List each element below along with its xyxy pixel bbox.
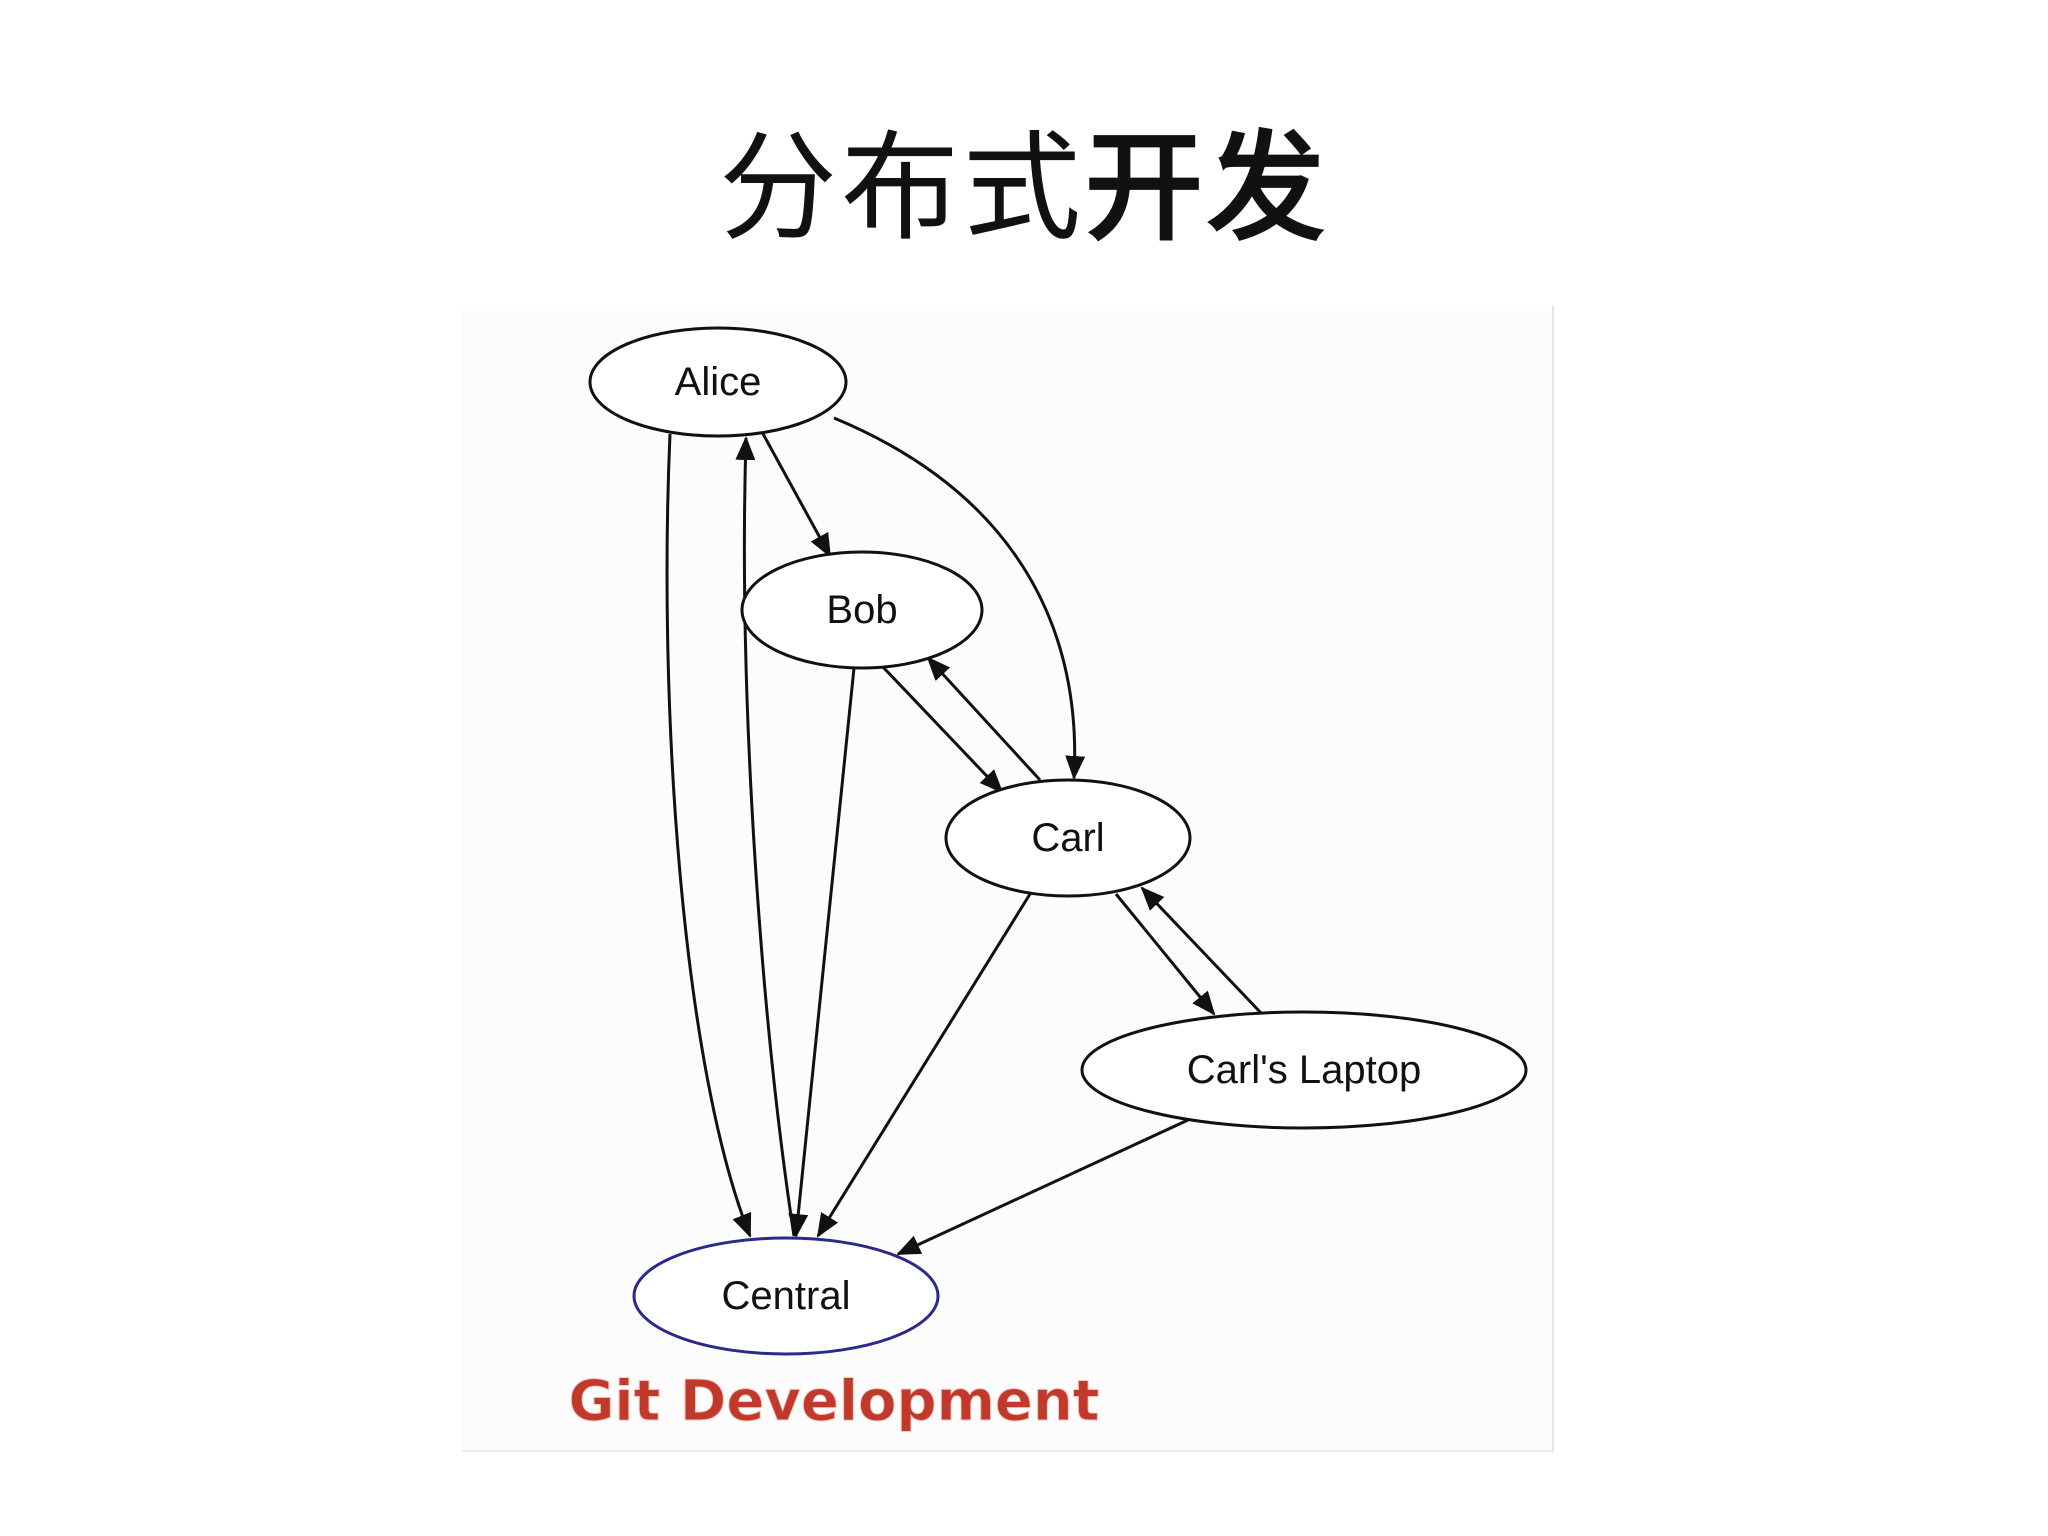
edge-central-to-alice (735, 436, 796, 1237)
edge-alice-to-central (665, 433, 752, 1238)
node-alice[interactable]: Alice (588, 326, 848, 438)
node-alice-label: Alice (675, 360, 762, 404)
node-central[interactable]: Central (632, 1236, 940, 1356)
diagram-panel: Alice Bob Carl Carl's Laptop Central Git… (462, 306, 1554, 1452)
edge-bob-to-central (788, 667, 856, 1238)
node-bob-label: Bob (826, 588, 897, 632)
node-alice-shape (588, 326, 848, 438)
title-bold-part: 开发 (1085, 119, 1330, 257)
node-carls-laptop[interactable]: Carl's Laptop (1080, 1010, 1528, 1130)
slide-title: 分布式开发 (0, 118, 2048, 258)
diagram-caption: Git Development (568, 1369, 1099, 1434)
edge-carl-to-central (816, 893, 1032, 1238)
edge-bob-to-carl (880, 664, 1004, 794)
edge-alice-to-carl (833, 416, 1086, 780)
node-carl[interactable]: Carl (944, 778, 1192, 898)
node-carls-laptop-shape (1080, 1010, 1528, 1130)
edge-layer (665, 416, 1264, 1256)
edge-carl-to-carl-s-laptop (1114, 893, 1216, 1016)
node-bob[interactable]: Bob (740, 550, 984, 670)
node-central-label: Central (722, 1274, 851, 1318)
node-bob-shape (740, 550, 984, 670)
edge-carl-s-laptop-to-carl (1140, 886, 1264, 1016)
edge-alice-to-bob (760, 431, 832, 558)
node-carls-laptop-label: Carl's Laptop (1187, 1048, 1421, 1092)
git-development-diagram: Alice Bob Carl Carl's Laptop Central Git… (568, 326, 1528, 1435)
title-light-part: 分布式 (718, 119, 1085, 257)
node-carl-shape (944, 778, 1192, 898)
edge-carl-s-laptop-to-central (896, 1118, 1189, 1256)
node-carl-label: Carl (1031, 816, 1104, 860)
node-central-shape (632, 1236, 940, 1356)
edge-carl-to-bob (926, 656, 1042, 782)
